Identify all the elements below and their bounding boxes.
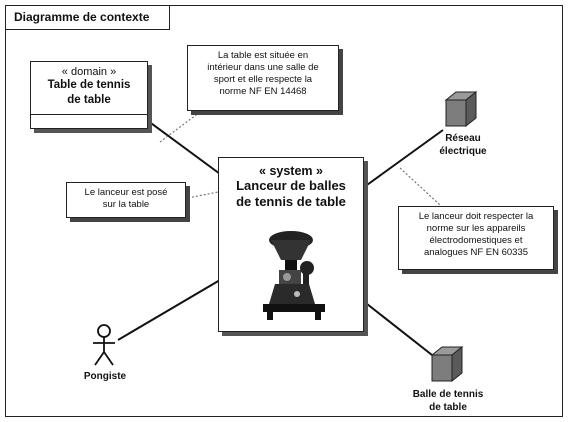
network-label: Réseau électrique: [418, 132, 508, 158]
note-line: intérieur dans une salle de: [207, 62, 319, 73]
system-name-line2: de tennis de table: [236, 194, 346, 209]
domain-name-line2: de table: [67, 94, 111, 106]
system-block: « system » Lanceur de balles de tennis d…: [218, 157, 364, 332]
note-launcher-norm: Le lanceur doit respecter la norme sur l…: [398, 206, 554, 270]
domain-stereotype: « domain »: [61, 66, 117, 78]
note-line: électrodomestiques et: [429, 235, 523, 246]
diagram-frame: Diagramme de contexte: [5, 5, 563, 417]
link-system-player: [117, 279, 221, 341]
network-cube-icon: [444, 90, 478, 128]
note-launcher-on-table: Le lanceur est posé sur la table: [66, 182, 186, 218]
note-line: analogues NF EN 60335: [423, 247, 529, 258]
anchor-note-table: [159, 111, 201, 143]
domain-block: « domain » Table de tennis de table: [30, 61, 148, 129]
player-actor-icon: [93, 324, 115, 366]
network-label-line1: Réseau: [445, 133, 481, 144]
note-line: La table est située en: [217, 50, 309, 61]
ball-cube-icon: [430, 345, 464, 383]
note-line: norme NF EN 14468: [219, 86, 307, 97]
ball-label: Balle de tennis de table: [398, 388, 498, 414]
system-stereotype: « system »: [259, 164, 323, 178]
ball-launcher-image: [263, 231, 325, 320]
note-line: Le lanceur est posé: [84, 187, 168, 198]
player-label: Pongiste: [83, 371, 127, 382]
domain-name-line1: Table de tennis: [47, 79, 131, 91]
domain-compartment: [31, 114, 147, 122]
system-name-line1: Lanceur de balles: [236, 178, 346, 193]
frame-title: Diagramme de contexte: [6, 6, 171, 30]
anchor-note-launcher-norm: [399, 167, 441, 206]
note-line: sport et elle respecte la: [213, 74, 313, 85]
link-system-ball: [361, 299, 433, 356]
note-line: Le lanceur doit respecter la: [418, 211, 534, 222]
note-table-location: La table est située en intérieur dans un…: [187, 45, 339, 111]
link-system-network: [359, 129, 444, 191]
ball-label-line2: de table: [429, 402, 467, 413]
note-line: norme sur les appareils: [426, 223, 526, 234]
network-label-line2: électrique: [439, 146, 487, 157]
ball-label-line1: Balle de tennis: [412, 389, 484, 400]
note-line: sur la table: [102, 199, 150, 210]
